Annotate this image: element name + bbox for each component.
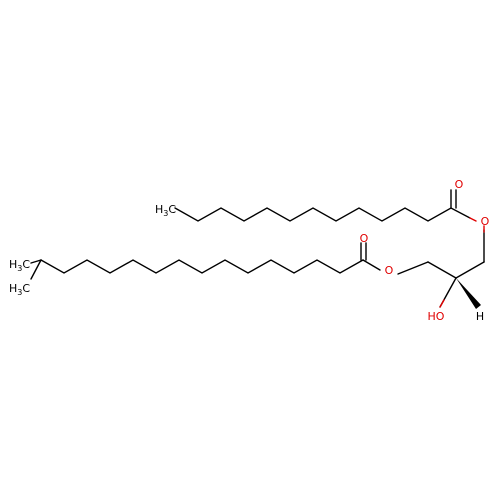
methyl-b-h: H — [9, 282, 17, 295]
oh-bond-end — [439, 299, 445, 308]
methyl-b-label: H3C — [9, 282, 30, 297]
wedge-bond-h — [456, 278, 481, 309]
methyl-a-c: C — [22, 258, 30, 271]
methyl-a-label: H3C — [9, 258, 30, 273]
ch2-to-chiral — [455, 261, 485, 279]
bottom-chain-bonds — [40, 259, 364, 274]
top-acyl-chain — [174, 189, 471, 222]
stereo-hydrogen-label: H — [476, 310, 484, 323]
top-chain-bonds — [174, 207, 471, 222]
atom-labels: O O O O HO H H3C H3C H3C — [9, 178, 490, 323]
methyl-top-label: H3C — [155, 203, 176, 218]
methyl-a-h: H — [9, 258, 17, 271]
methyl-top-c: C — [168, 203, 176, 216]
isopropyl-branch-lower — [30, 259, 42, 280]
methyl-b-c: C — [22, 282, 30, 295]
top-ester-o-bond-left — [469, 217, 477, 222]
methyl-b-sub: 3 — [17, 288, 22, 297]
isopropyl-branch-upper — [30, 259, 42, 264]
oxygen-bond-segments — [439, 217, 485, 308]
top-ester-oxygen: O — [481, 215, 490, 228]
methyl-top-sub: 3 — [163, 209, 168, 218]
bottom-ester-oxygen: O — [385, 264, 394, 277]
glycerol-backbone — [397, 229, 485, 309]
bottom-carbonyl-oxygen: O — [360, 232, 369, 245]
ch2-bottom-to-ester-o — [397, 261, 429, 275]
top-carbonyl-oxygen: O — [455, 178, 464, 191]
methyl-top-h: H — [155, 203, 163, 216]
hydroxyl-label: HO — [428, 310, 445, 323]
bottom-acyl-chain — [30, 242, 381, 280]
methyl-a-sub: 3 — [17, 264, 22, 273]
chiral-to-ch2-bottom — [427, 261, 457, 279]
ester-o-to-carbonyl-c — [362, 259, 381, 271]
